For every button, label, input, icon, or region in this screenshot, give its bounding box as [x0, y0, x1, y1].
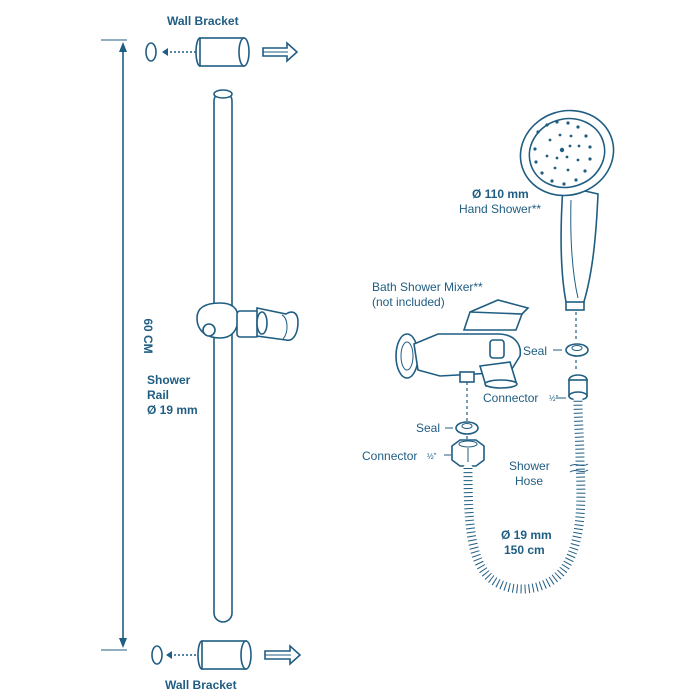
bottom-wall-bracket-assembly	[151, 640, 302, 670]
bottom-wall-plug	[151, 645, 163, 665]
wall-bracket-bottom-label: Wall Bracket	[165, 678, 237, 692]
seal-left-part	[455, 421, 479, 435]
top-slide-arrow-icon	[262, 41, 299, 63]
bottom-bracket-body	[197, 640, 252, 670]
hand-shower-diameter-label: Ø 110 mm	[472, 187, 529, 201]
hose-break-mark	[569, 463, 589, 467]
seal-left-label: Seal	[416, 421, 440, 435]
hand-shower	[519, 109, 615, 311]
shower-hose-label-line1: Shower	[509, 459, 550, 473]
hose-length-label: 150 cm	[504, 543, 545, 557]
connector-right-label: Connector	[483, 391, 538, 405]
shower-head	[519, 109, 615, 197]
seal-right-part	[565, 343, 589, 357]
connector-left-size-label: ½"	[427, 452, 437, 461]
connector-left-label: Connector	[362, 449, 417, 463]
top-bracket-body	[195, 37, 250, 67]
connector-right-part	[568, 374, 588, 401]
rail-length-dimension	[101, 39, 127, 651]
shower-rail-label-line2: Rail	[147, 388, 169, 402]
seal-right-label: Seal	[523, 344, 547, 358]
rail-length-label: 60 CM	[141, 318, 155, 353]
top-wall-bracket-assembly	[145, 37, 299, 67]
top-screw	[162, 48, 196, 56]
connector-right-size-label: ½"	[549, 394, 559, 403]
mixer-label: Bath Shower Mixer**	[372, 280, 483, 294]
rail-slider-holder	[196, 302, 299, 342]
wall-bracket-top-label: Wall Bracket	[167, 14, 239, 28]
bottom-slide-arrow-icon	[264, 644, 302, 666]
spray-nozzles	[533, 120, 592, 186]
shower-hose-label-line2: Hose	[515, 474, 543, 488]
bottom-screw	[166, 651, 196, 659]
shower-hose	[463, 395, 589, 594]
shower-rail-diameter-label: Ø 19 mm	[147, 403, 198, 417]
mixer-note-label: (not included)	[372, 295, 445, 309]
shower-rail-label-line1: Shower	[147, 373, 191, 387]
connector-left-part	[451, 439, 485, 467]
hand-shower-label: Hand Shower**	[459, 202, 541, 216]
bath-shower-mixer	[395, 299, 530, 389]
shower-rail	[213, 89, 233, 623]
hose-diameter-label: Ø 19 mm	[501, 528, 552, 542]
top-wall-plug	[145, 42, 157, 62]
